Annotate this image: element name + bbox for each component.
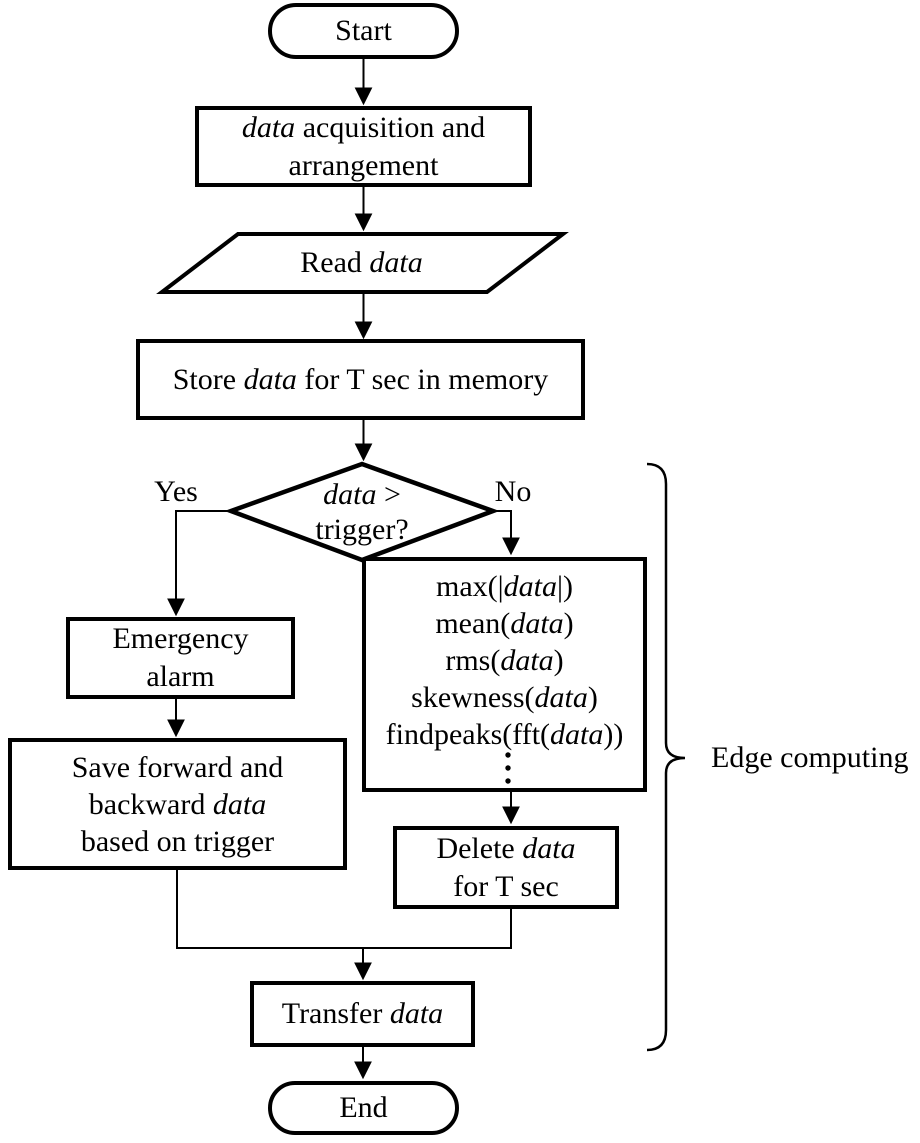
connector-decision-no-to-features bbox=[493, 510, 520, 556]
yes-branch-label: Yes bbox=[154, 475, 198, 508]
save-label: Save forward and backward data based on … bbox=[71, 750, 284, 858]
edge-computing-brace bbox=[646, 462, 686, 1052]
connector-decision-yes-to-emergency bbox=[167, 510, 231, 617]
connector-merge-line bbox=[176, 868, 512, 949]
vertical-ellipsis-icon bbox=[505, 752, 511, 784]
start-text: Start bbox=[335, 14, 392, 47]
decision-diamond-shape bbox=[224, 461, 500, 563]
acquisition-label: data acquisition and arrangement bbox=[241, 110, 486, 182]
read-parallelogram-shape bbox=[156, 232, 569, 294]
no-branch-label: No bbox=[494, 475, 532, 508]
edge-computing-label: Edge computing bbox=[711, 741, 909, 774]
emergency-box-shape bbox=[66, 617, 295, 699]
store-box-shape bbox=[136, 339, 585, 420]
delete-box-shape bbox=[393, 826, 619, 909]
end-text: End bbox=[339, 1091, 388, 1124]
features-label: max(|data|) mean(data) rms(data) skewnes… bbox=[385, 570, 624, 751]
features-box-shape bbox=[362, 557, 647, 792]
end-node-shape bbox=[268, 1081, 459, 1135]
decision-label: data > trigger? bbox=[315, 478, 409, 546]
delete-label: Delete data for T sec bbox=[436, 831, 576, 903]
acquisition-box-shape bbox=[195, 106, 532, 187]
save-box-shape bbox=[8, 738, 347, 870]
start-label: Start bbox=[270, 5, 457, 57]
read-label: Read data bbox=[300, 246, 423, 279]
transfer-label: Transfer data bbox=[281, 997, 444, 1030]
emergency-label: Emergency alarm bbox=[112, 622, 249, 693]
end-label: End bbox=[270, 1083, 457, 1133]
store-label: Store data for T sec in memory bbox=[172, 362, 549, 396]
